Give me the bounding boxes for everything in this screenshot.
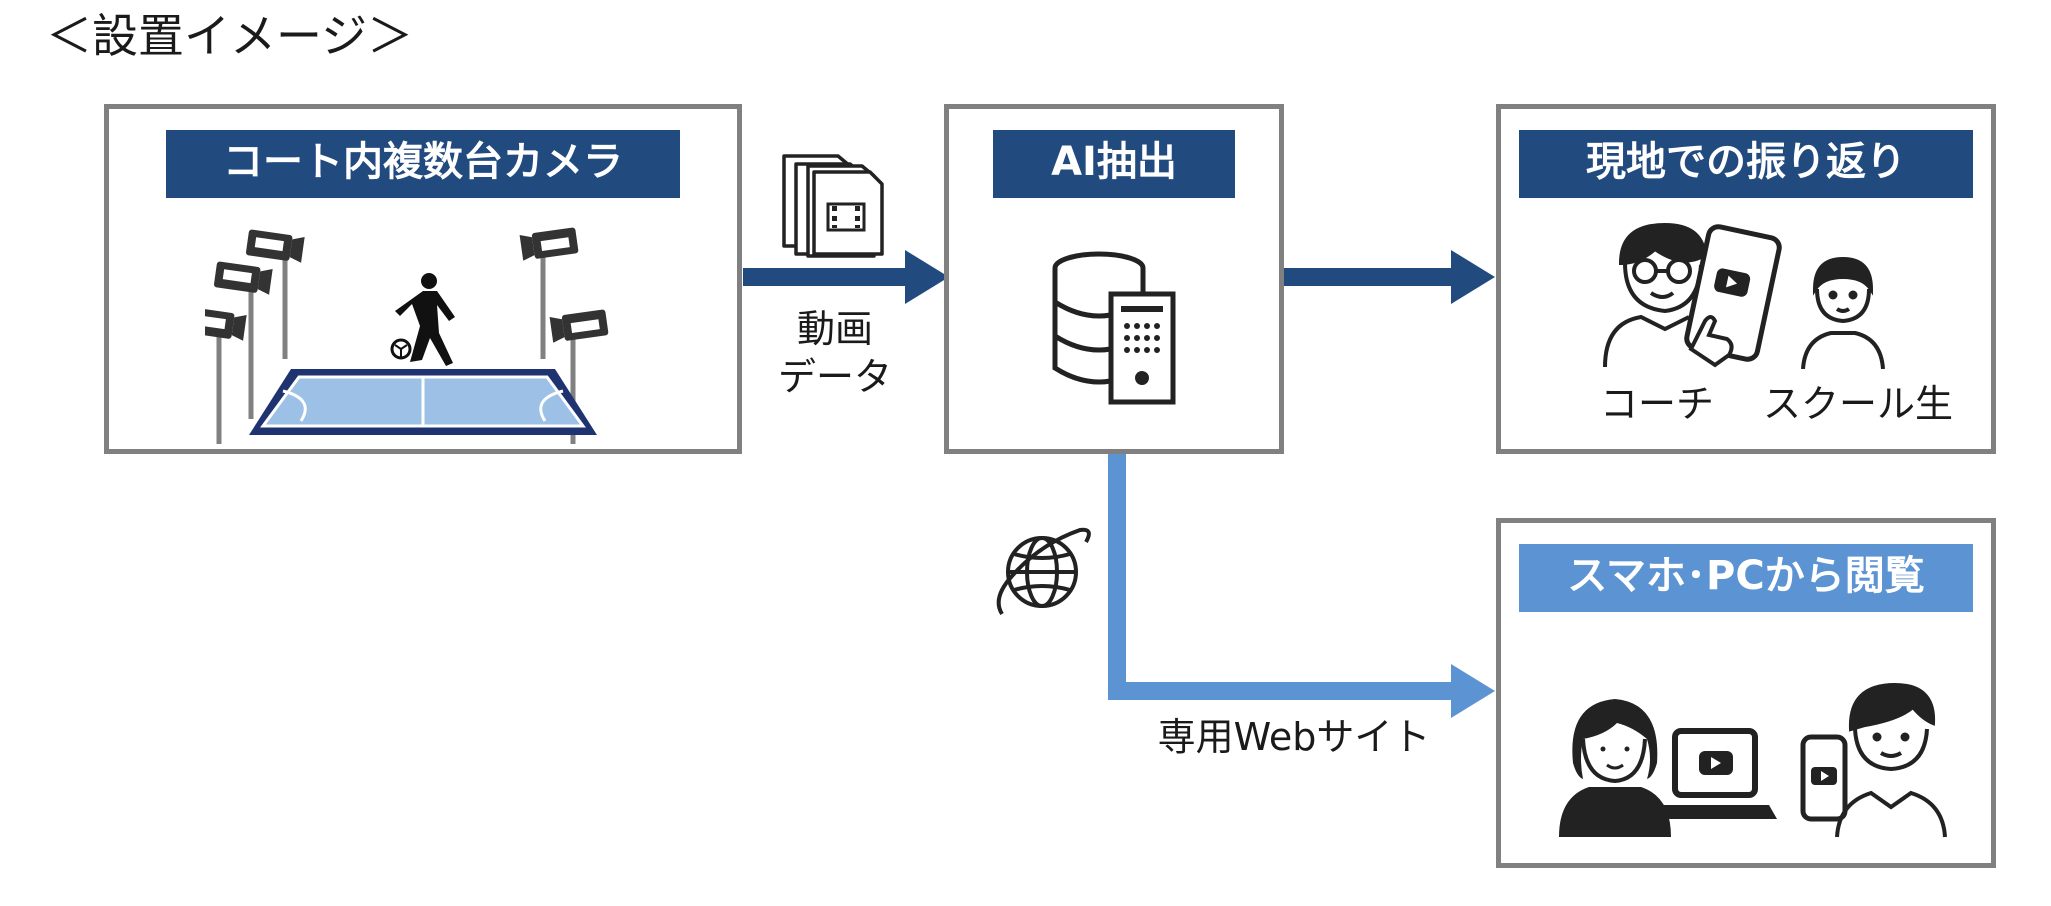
camera-icon — [213, 261, 273, 295]
video-data-label-line2: データ — [778, 355, 893, 399]
court-illustration — [205, 227, 609, 444]
camera-header: コート内複数台カメラ — [166, 130, 680, 198]
coach-student-illustration — [1603, 222, 1885, 369]
arrow-ai-to-review — [1283, 250, 1495, 304]
video-files-icon — [782, 154, 884, 258]
globe-icon — [996, 527, 1091, 616]
laptop-icon — [1651, 728, 1777, 819]
camera-icon — [245, 229, 305, 263]
arrow-ai-to-browse — [1108, 452, 1495, 718]
camera-icon — [205, 307, 247, 341]
student-icon — [1801, 256, 1885, 369]
browse-header: スマホ･PCから閲覧 — [1519, 544, 1973, 612]
play-icon — [1699, 751, 1733, 775]
woman-icon — [1559, 699, 1671, 837]
browse-box: スマホ･PCから閲覧 — [1496, 518, 1996, 868]
coach-label: コーチ — [1599, 382, 1714, 426]
review-box: 現地での振り返り コーチ スクール生 — [1496, 104, 1996, 454]
play-icon — [1714, 268, 1751, 297]
play-icon — [1811, 767, 1837, 785]
ai-header: AI抽出 — [993, 130, 1235, 198]
database-server-icon — [1052, 251, 1176, 405]
review-header: 現地での振り返り — [1519, 130, 1973, 198]
camera-icon — [549, 309, 609, 343]
arrow-camera-to-ai — [743, 250, 949, 304]
browsing-illustration — [1559, 682, 1947, 838]
smartphone-icon — [1800, 734, 1848, 822]
camera-box: コート内複数台カメラ — [104, 104, 742, 454]
hand-icon — [1688, 315, 1734, 368]
student-label: スクール生 — [1763, 382, 1954, 426]
ball-icon — [390, 338, 412, 360]
ai-box: AI抽出 — [944, 104, 1284, 454]
page-title: ＜設置イメージ＞ — [46, 9, 414, 63]
video-data-label-line1: 動画 — [796, 307, 873, 351]
web-site-label: 専用Webサイト — [1157, 715, 1431, 759]
camera-icon — [519, 227, 579, 261]
man-icon — [1835, 682, 1947, 838]
